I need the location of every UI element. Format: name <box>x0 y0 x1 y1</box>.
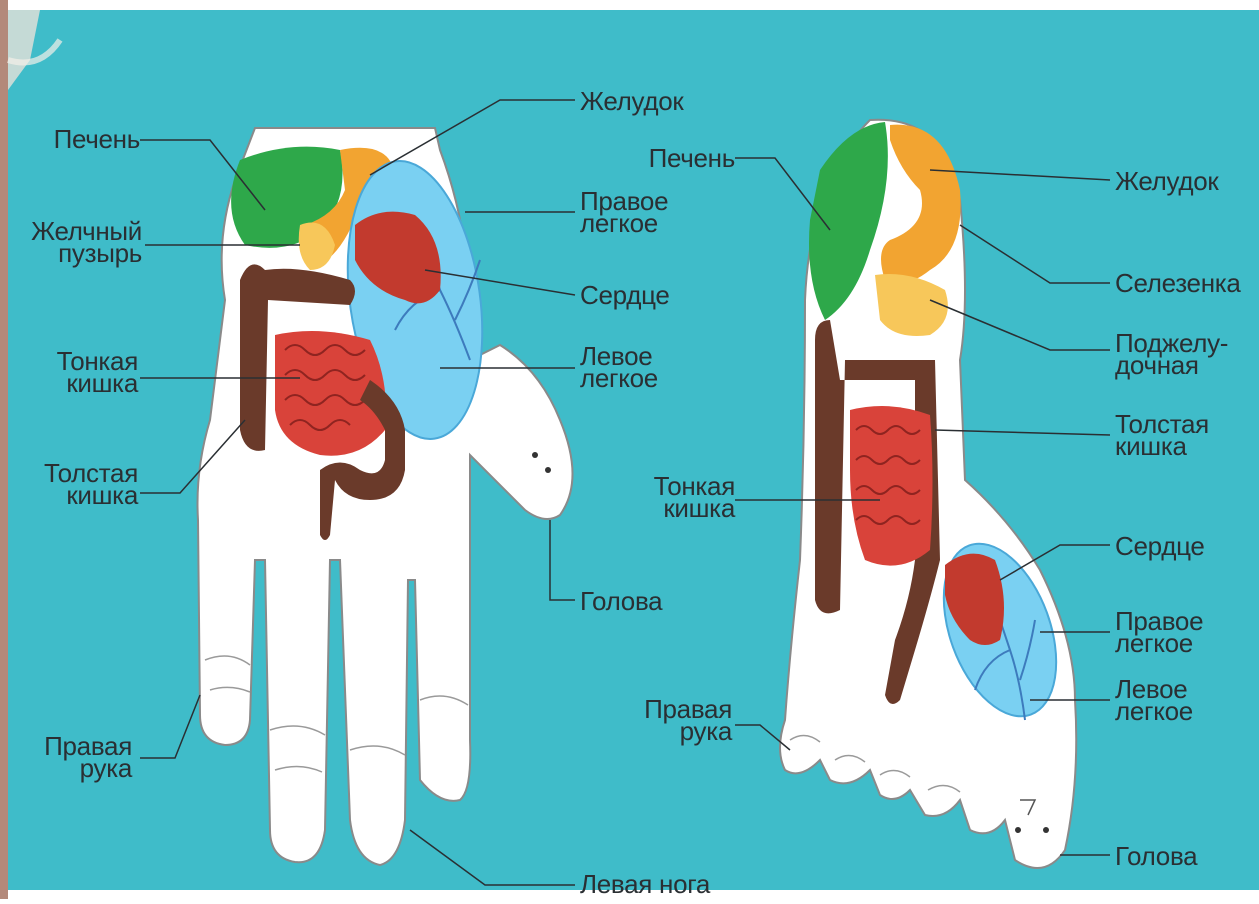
label-line: легкое <box>580 367 658 389</box>
label-text: Левая нога <box>580 869 710 899</box>
label-foot-left-lung: Левое легкое <box>1115 678 1193 722</box>
label-foot-head: Голова <box>1115 845 1197 867</box>
label-hand-left-lung: Левое легкое <box>580 345 658 389</box>
label-line: кишка <box>625 497 735 519</box>
label-foot-right-arm: Правая рука <box>620 698 732 742</box>
label-text: Печень <box>649 143 735 173</box>
label-text: Голова <box>580 586 662 616</box>
label-hand-heart: Сердце <box>580 284 670 306</box>
label-line: кишка <box>30 372 138 394</box>
label-foot-stomach: Желудок <box>1115 170 1219 192</box>
label-foot-large-intestine: Толстая кишка <box>1115 413 1209 457</box>
label-foot-right-lung: Правое легкое <box>1115 610 1203 654</box>
label-foot-heart: Сердце <box>1115 535 1205 557</box>
label-foot-pancreas: Поджелу- дочная <box>1115 332 1228 376</box>
label-hand-left-leg: Левая нога <box>580 873 710 895</box>
label-hand-gallbladder: Желчный пузырь <box>10 220 142 264</box>
label-line: кишка <box>20 484 138 506</box>
label-line: легкое <box>1115 632 1203 654</box>
label-foot-small-intestine: Тонкая кишка <box>625 475 735 519</box>
left-frame-strip <box>0 0 8 899</box>
label-hand-small-intestine: Тонкая кишка <box>30 350 138 394</box>
label-hand-head: Голова <box>580 590 662 612</box>
label-line: пузырь <box>10 242 142 264</box>
label-line: легкое <box>1115 700 1193 722</box>
label-line: легкое <box>580 212 668 234</box>
label-hand-right-arm: Правая рука <box>20 735 132 779</box>
label-text: Сердце <box>580 280 670 310</box>
label-text: Желудок <box>1115 166 1219 196</box>
label-foot-liver: Печень <box>620 147 735 169</box>
label-hand-right-lung: Правое легкое <box>580 190 668 234</box>
label-text: Селезенка <box>1115 268 1241 298</box>
label-hand-stomach: Желудок <box>580 90 684 112</box>
label-hand-large-intestine: Толстая кишка <box>20 462 138 506</box>
label-text: Сердце <box>1115 531 1205 561</box>
label-text: Желудок <box>580 86 684 116</box>
label-hand-liver: Печень <box>30 128 140 150</box>
label-text: Печень <box>54 124 140 154</box>
label-foot-spleen: Селезенка <box>1115 272 1241 294</box>
label-text: Голова <box>1115 841 1197 871</box>
